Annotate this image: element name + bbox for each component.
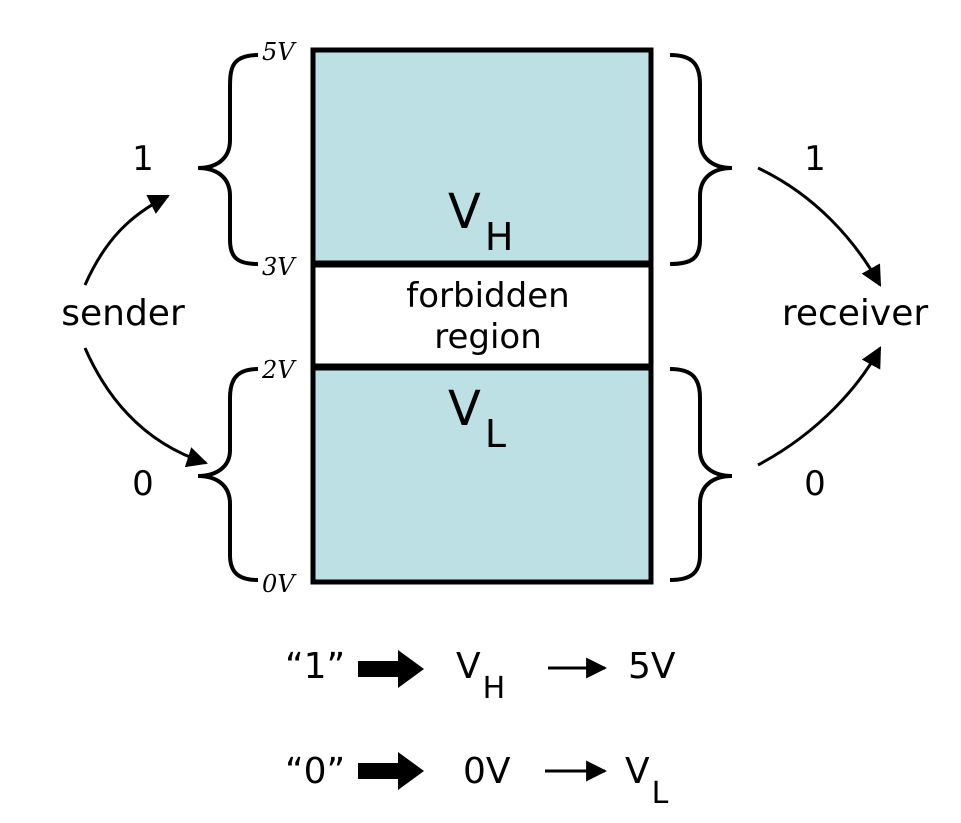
vl-band [310,365,654,585]
left-brace-low [197,367,259,582]
voltage-label-5v: 5V [262,38,297,66]
forbidden-band [310,262,654,369]
receiver-zero-label: 0 [804,464,826,504]
voltage-label-2v: 2V [261,356,297,384]
receiver-label: receiver [782,293,929,334]
voltage-label-0v: 0V [262,570,297,598]
sender-one-label: 1 [132,139,154,179]
sender-zero-label: 0 [132,464,154,504]
legend-row2-key: “0” [285,751,345,792]
legend-row1-vh: VH [456,646,505,706]
receiver-one-label: 1 [804,139,826,179]
receiver-arrow-from-zero [757,346,882,467]
legend-row1-bold-arrow-icon [358,650,424,688]
legend-row2-vl: VL [625,751,669,811]
legend-row2-source: 0V [463,751,511,792]
sender-label: sender [61,293,185,334]
vh-band [310,47,654,266]
right-brace-low [669,367,733,582]
sender-arrow-up [83,194,170,286]
sender-arrow-down [83,347,208,468]
legend-row1-target: 5V [628,646,676,687]
legend-row2-bold-arrow-icon [358,752,424,790]
receiver-arrow-from-one [757,166,882,287]
legend-row1-key: “1” [285,646,345,687]
forbidden-label-line1: forbidden [406,276,569,316]
forbidden-label-line2: region [434,317,542,357]
right-brace-high [669,53,733,266]
left-brace-high [197,53,259,266]
voltage-label-3v: 3V [262,253,297,281]
